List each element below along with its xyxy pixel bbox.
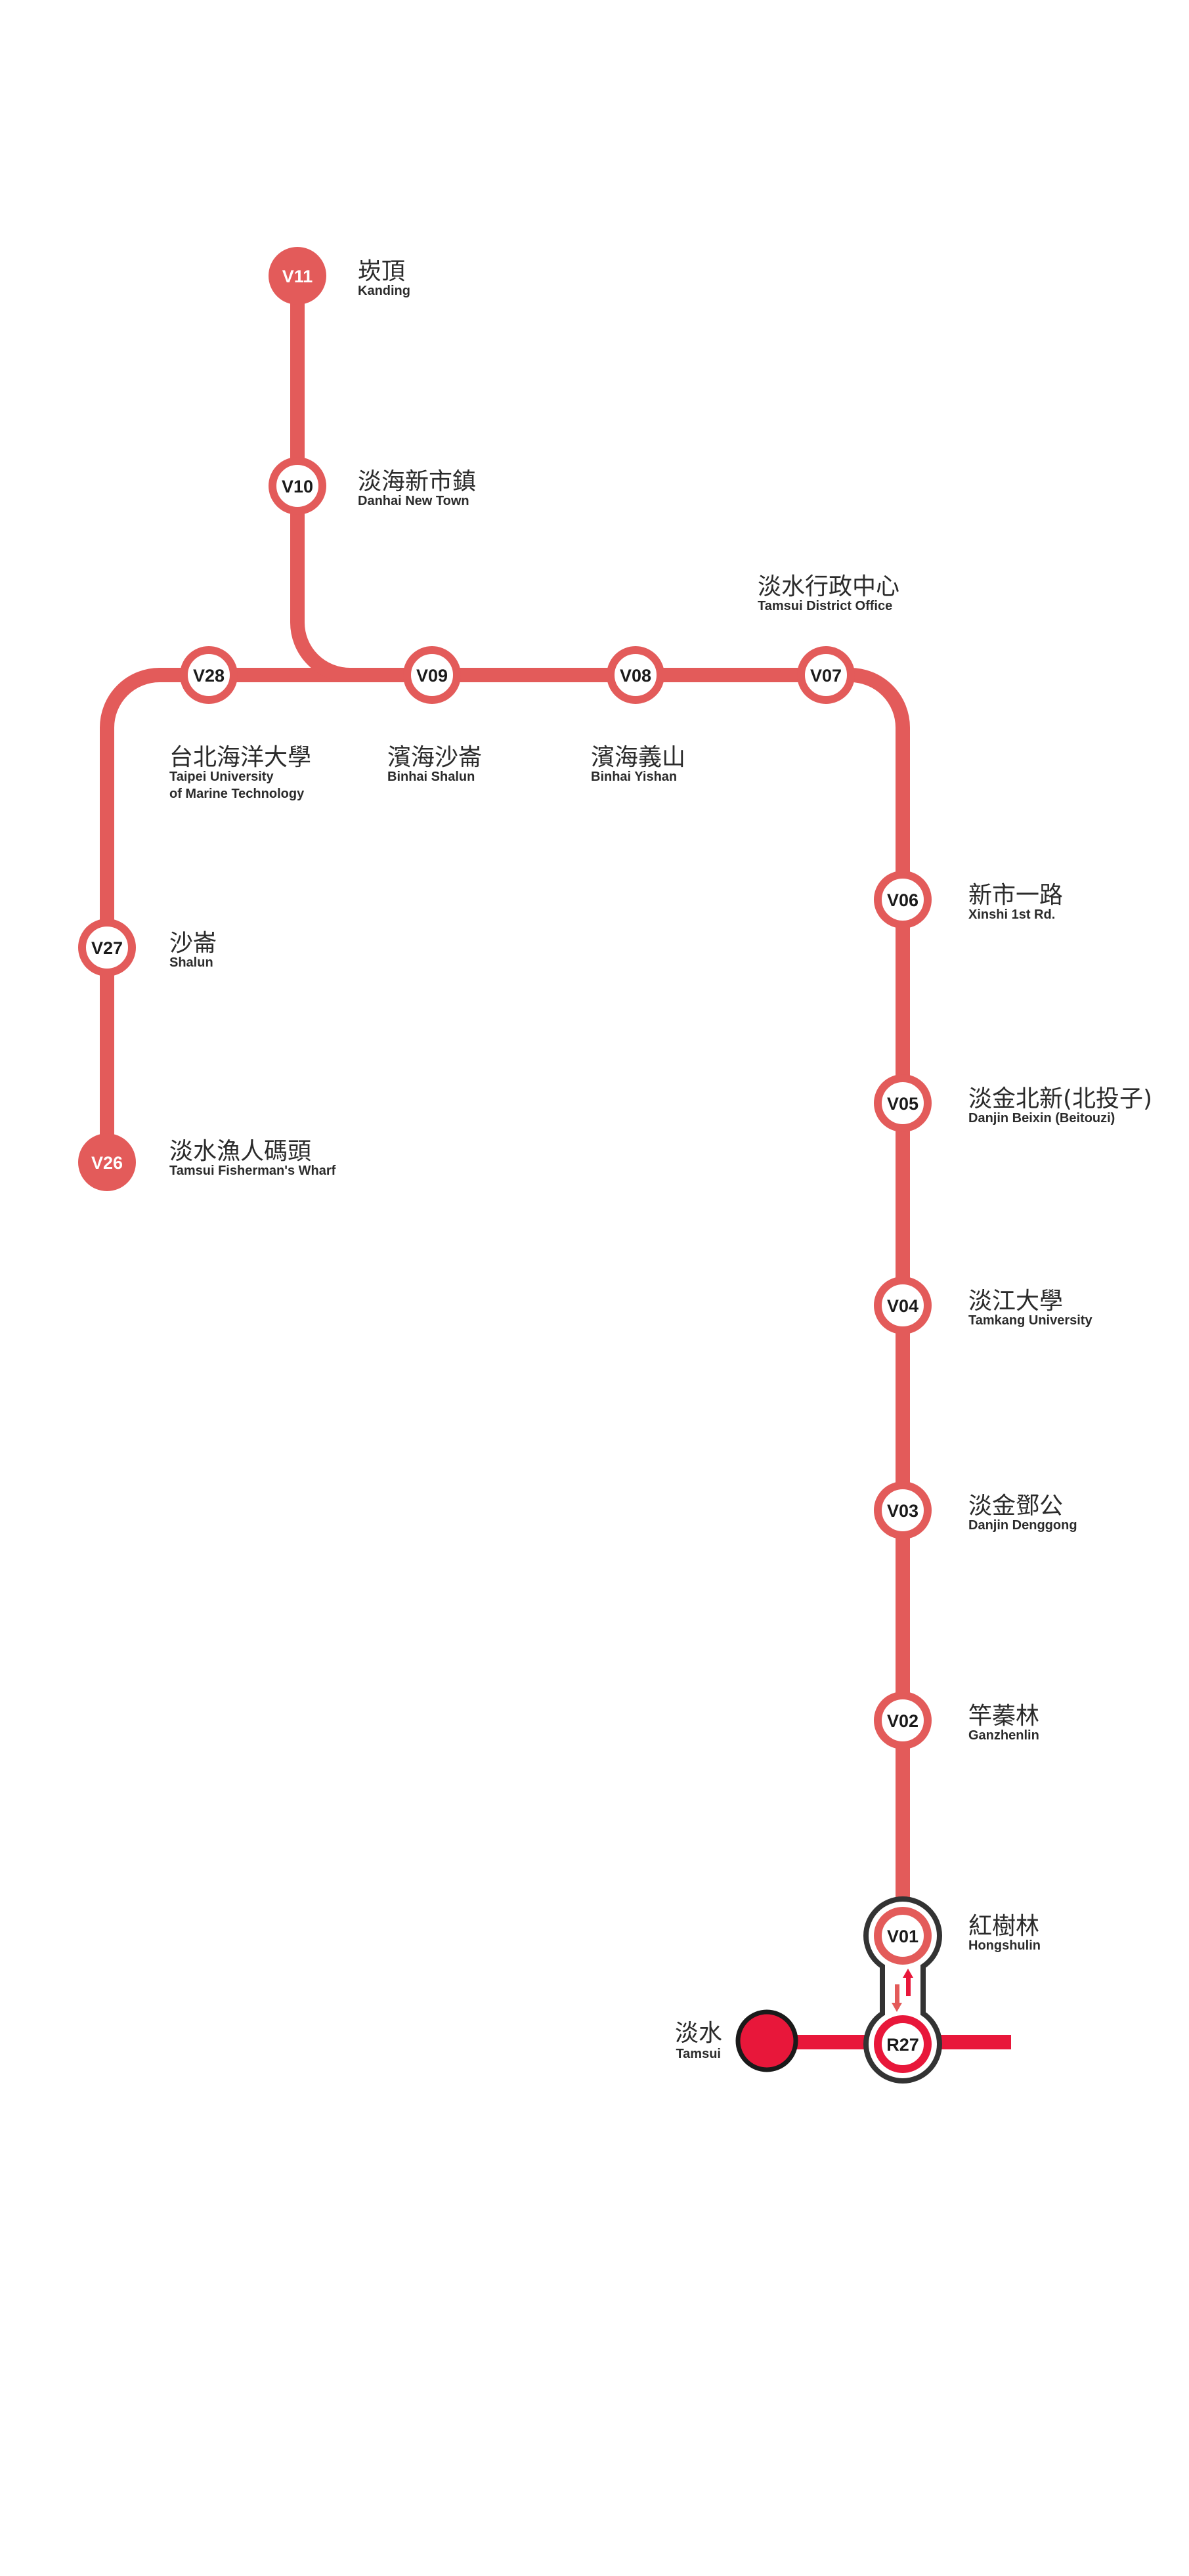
- station-marker[interactable]: [78, 919, 136, 976]
- station-name-zh: 淡水行政中心: [758, 573, 899, 600]
- station-name-en: Hongshulin: [968, 1938, 1041, 1953]
- station-marker[interactable]: [797, 646, 855, 704]
- station-name-en: Tamsui District Office: [758, 599, 892, 613]
- station-name-en: Kanding: [358, 284, 410, 298]
- station-name-en: Danjin Denggong: [968, 1518, 1077, 1533]
- station-name-en: Binhai Yishan: [591, 770, 677, 784]
- station-code: V10: [282, 477, 313, 496]
- station-marker[interactable]: [180, 646, 238, 704]
- station-name-zh: 淡金鄧公: [968, 1493, 1063, 1519]
- station-marker[interactable]: [607, 646, 664, 704]
- station-code: R27: [886, 2035, 919, 2055]
- station-name-zh: 沙崙: [169, 930, 217, 957]
- station-marker[interactable]: [874, 871, 932, 928]
- station-code: V07: [810, 666, 842, 686]
- tamsui-name-en: Tamsui: [676, 2047, 721, 2061]
- station-name-zh: 淡金北新(北投子): [968, 1085, 1152, 1112]
- station-name-en: Danhai New Town: [358, 494, 469, 508]
- station-name-zh: 淡水漁人碼頭: [169, 1138, 311, 1165]
- station-name-en: Shalun: [169, 955, 213, 970]
- station-marker[interactable]: [403, 646, 461, 704]
- station-code: V11: [282, 267, 313, 286]
- station-marker[interactable]: [874, 1277, 932, 1334]
- station-marker[interactable]: [874, 1481, 932, 1539]
- tamsui-name-zh: 淡水: [675, 2020, 722, 2047]
- station-code: V09: [416, 666, 448, 686]
- station-name-zh: 崁頂: [358, 258, 405, 285]
- station-marker[interactable]: [874, 2015, 932, 2073]
- station-code: V02: [887, 1711, 919, 1731]
- main-line-track: [100, 668, 910, 1936]
- station-name-zh: 竿蓁林: [968, 1703, 1039, 1730]
- station-name-en: Danjin Beixin (Beitouzi): [968, 1111, 1115, 1125]
- station-name-en: Tamsui Fisherman's Wharf: [169, 1164, 336, 1178]
- station-v05[interactable]: V05 淡金北新(北投子)Danjin Beixin (Beitouzi): [874, 1074, 1152, 1132]
- station-name-zh: 台北海洋大學: [169, 744, 311, 771]
- station-name-zh: 淡江大學: [968, 1288, 1063, 1315]
- station-code: V26: [91, 1153, 123, 1173]
- tamsui-station-marker[interactable]: [735, 2009, 798, 2072]
- station-code: V05: [887, 1094, 919, 1114]
- transfer-arrows-icon: [892, 1969, 913, 2012]
- station-name-en: Taipei University: [169, 770, 274, 784]
- station-marker[interactable]: [874, 1074, 932, 1132]
- station-name-zh: 新市一路: [968, 882, 1063, 909]
- station-name-zh: 淡海新市鎮: [358, 468, 476, 495]
- station-name-en: Xinshi 1st Rd.: [968, 907, 1055, 922]
- station-name-en: Ganzhenlin: [968, 1728, 1039, 1743]
- station-name-en: Binhai Shalun: [387, 770, 475, 784]
- station-code: V03: [887, 1501, 919, 1521]
- terminal-station-marker[interactable]: [78, 1133, 136, 1191]
- station-name-zh: 紅樹林: [968, 1913, 1039, 1940]
- station-code: V28: [193, 666, 225, 686]
- station-code: V01: [887, 1927, 919, 1946]
- kanding-branch-track: [290, 276, 368, 682]
- station-marker[interactable]: [874, 1907, 932, 1965]
- station-name-zh: 濱海義山: [591, 744, 685, 771]
- station-name-zh: 濱海沙崙: [387, 744, 482, 771]
- terminal-station-marker[interactable]: [269, 247, 326, 305]
- station-r27[interactable]: R27: [874, 2015, 932, 2073]
- station-marker[interactable]: [269, 457, 326, 515]
- station-code: V04: [887, 1296, 919, 1316]
- station-name-en: Tamkang University: [968, 1313, 1092, 1328]
- station-code: V27: [91, 938, 123, 958]
- station-code: V08: [620, 666, 651, 686]
- station-marker[interactable]: [874, 1692, 932, 1749]
- station-name-en-line2: of Marine Technology: [169, 787, 305, 801]
- station-code: V06: [887, 890, 919, 910]
